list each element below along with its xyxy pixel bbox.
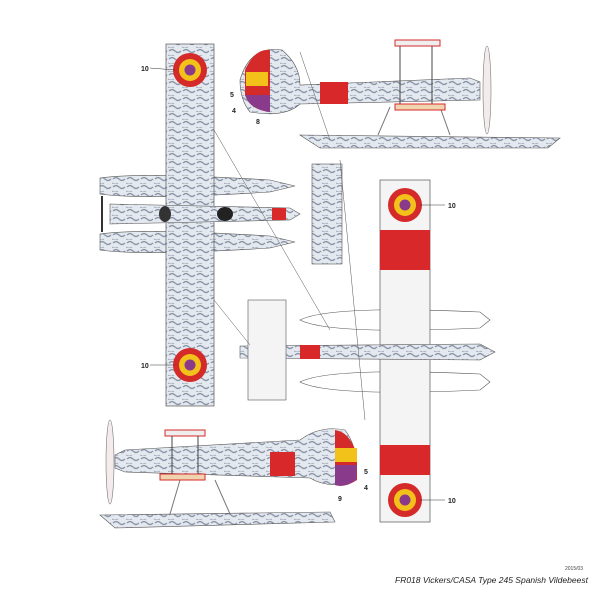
callout-label: 9 xyxy=(338,496,342,503)
fuselage-top-view xyxy=(109,203,301,225)
float-side xyxy=(298,134,561,149)
fuselage-red-band xyxy=(320,82,348,104)
leader-lines xyxy=(213,51,366,421)
propeller-side xyxy=(105,419,115,505)
roundel-icon xyxy=(388,188,422,222)
propeller-side xyxy=(482,45,492,135)
callout-label: 10 xyxy=(448,498,456,505)
tailplane-top-view xyxy=(311,163,343,265)
upper-wing-side xyxy=(394,39,441,47)
side-view-bottom: 5 4 9 xyxy=(99,419,368,529)
fuselage-side xyxy=(114,428,357,485)
top-view: 10 10 xyxy=(99,43,343,407)
sheet-title: FR018 Vickers/CASA Type 245 Spanish Vild… xyxy=(395,575,588,585)
revision-date: 2015/03 xyxy=(565,566,584,572)
fuselage-red-band xyxy=(272,208,286,220)
side-view-top: 5 4 8 xyxy=(230,39,561,149)
callout-label: 4 xyxy=(364,485,368,492)
callout-label: 10 xyxy=(448,203,456,210)
roundel-icon xyxy=(173,53,207,87)
callout-label: 8 xyxy=(256,119,260,126)
lower-wing-side xyxy=(394,103,446,111)
upper-wing-top-view xyxy=(165,43,215,407)
callout-label: 4 xyxy=(232,108,236,115)
lower-wing-side xyxy=(159,473,206,481)
upper-wing-side xyxy=(164,429,206,437)
underside-view: 10 10 xyxy=(239,179,496,523)
roundel-icon xyxy=(388,483,422,517)
roundel-icon xyxy=(173,348,207,382)
callout-label: 10 xyxy=(141,66,149,73)
float-side xyxy=(99,511,336,529)
callout-label: 5 xyxy=(364,469,368,476)
fuselage-side xyxy=(239,49,481,115)
callout-label: 10 xyxy=(141,363,149,370)
callout-label: 5 xyxy=(230,92,234,99)
cockpit xyxy=(159,206,171,222)
fuselage-red-band xyxy=(270,452,295,476)
tailplane-underside xyxy=(247,299,287,401)
